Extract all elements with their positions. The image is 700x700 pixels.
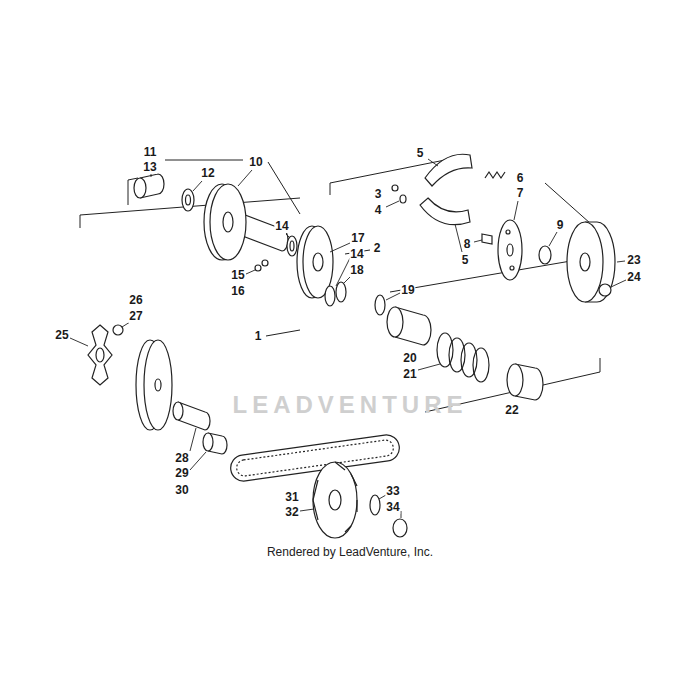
callout-number: 18 (349, 263, 364, 277)
render-credit: Rendered by LeadVenture, Inc. (265, 545, 435, 559)
callout-number: 31 (284, 490, 299, 504)
callout-number: 3 (374, 187, 383, 201)
callout-number: 19 (400, 283, 415, 297)
callout-number: 4 (374, 203, 383, 217)
callout-number: 5 (461, 253, 470, 267)
callout-number: 28 (174, 451, 189, 465)
callout-number: 2 (373, 241, 382, 255)
callout-number: 8 (463, 237, 472, 251)
callout-number: 15 (230, 268, 245, 282)
callout-number: 16 (230, 284, 245, 298)
callout-number: 20 (402, 351, 417, 365)
callout-number: 27 (128, 309, 143, 323)
callout-number: 9 (556, 218, 565, 232)
parts (88, 154, 615, 538)
callout-number: 14 (349, 247, 364, 261)
callout-number: 10 (248, 155, 263, 169)
callout-number: 7 (516, 186, 525, 200)
callout-number: 34 (385, 500, 400, 514)
callout-number: 14 (274, 219, 289, 233)
callout-number: 24 (626, 270, 641, 284)
callout-number: 25 (54, 328, 69, 342)
watermark: LEADVENTURE (232, 392, 467, 418)
callout-number: 5 (416, 146, 425, 160)
callout-number: 23 (626, 253, 641, 267)
callout-number: 1 (254, 329, 263, 343)
callout-number: 21 (402, 367, 417, 381)
callout-number: 30 (174, 483, 189, 497)
callout-number: 11 (143, 145, 158, 159)
callout-number: 22 (504, 403, 519, 417)
callout-number: 29 (174, 466, 189, 480)
callout-number: 6 (516, 171, 525, 185)
callout-number: 13 (142, 160, 157, 174)
callout-number: 26 (128, 293, 143, 307)
callout-number: 32 (284, 505, 299, 519)
leader-lines (70, 159, 626, 518)
callout-number: 12 (200, 166, 215, 180)
callout-number: 33 (385, 484, 400, 498)
callout-number: 17 (350, 231, 365, 245)
